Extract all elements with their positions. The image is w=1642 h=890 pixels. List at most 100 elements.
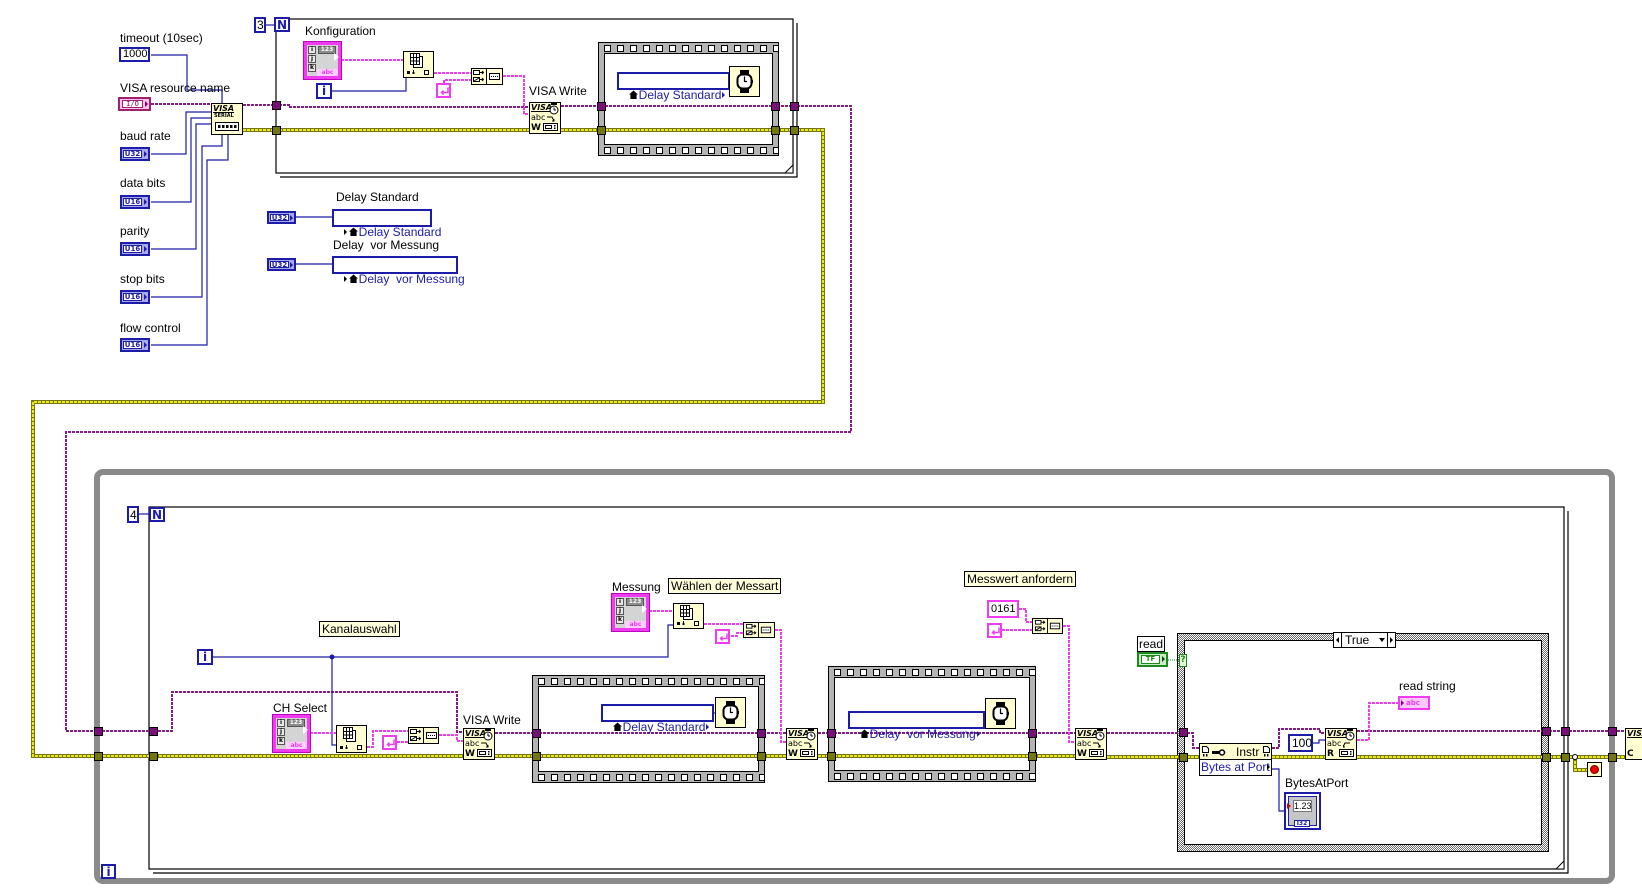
- loop-tunnel-error: [272, 126, 281, 135]
- measure-for-loop[interactable]: [148, 506, 1569, 874]
- concatenate-icon: [409, 728, 438, 743]
- node-title: VISA: [465, 729, 487, 738]
- read-string-indicator[interactable]: abc: [1398, 696, 1430, 710]
- carriage-return-constant[interactable]: [436, 83, 451, 98]
- concatenate-icon: [472, 69, 502, 84]
- request-command-constant[interactable]: 0161: [987, 600, 1019, 618]
- case-dropdown-icon[interactable]: [1379, 638, 1385, 642]
- resize-corner-icon[interactable]: [1554, 859, 1565, 870]
- array-data-type: abc: [286, 742, 307, 749]
- index-j[interactable]: j: [308, 55, 316, 63]
- parity-label: parity: [120, 224, 150, 238]
- stop-condition-terminal[interactable]: [1587, 762, 1602, 777]
- wire-measure-index: [213, 624, 673, 658]
- reference-in-icon: [1202, 746, 1209, 757]
- delay-measure-local-write[interactable]: Delay vor Messung: [332, 256, 465, 286]
- carriage-return-constant[interactable]: [382, 735, 397, 750]
- visa-write-mode-node[interactable]: VISA abc W: [786, 728, 818, 760]
- loop-count-constant[interactable]: 4: [127, 506, 139, 523]
- concatenate-strings-node[interactable]: [743, 622, 775, 638]
- carriage-return-constant[interactable]: [987, 623, 1002, 638]
- clock-icon: [1095, 729, 1105, 741]
- delay-standard-control[interactable]: U32: [267, 211, 296, 224]
- visa-resource-control[interactable]: I/O: [118, 97, 151, 111]
- previous-case-icon[interactable]: [1336, 637, 1339, 643]
- concatenate-strings-node[interactable]: [408, 727, 439, 744]
- read-boolean-control[interactable]: TF: [1137, 652, 1168, 667]
- output-arrow-icon: [290, 262, 293, 268]
- visa-close-node[interactable]: VISA C: [1625, 728, 1642, 760]
- config-for-loop[interactable]: [275, 18, 798, 178]
- index-i[interactable]: i: [308, 46, 316, 54]
- output-arrow-icon: [144, 151, 147, 157]
- case-selector-terminal[interactable]: ?: [1179, 654, 1187, 667]
- visa-write-request-node[interactable]: VISA abc W: [1075, 728, 1107, 760]
- output-arrow-icon: [642, 605, 647, 613]
- delay-measure-control[interactable]: U32: [267, 258, 296, 271]
- index-i[interactable]: i: [616, 598, 624, 606]
- index-k[interactable]: k: [308, 64, 316, 72]
- iteration-terminal[interactable]: i: [197, 649, 213, 665]
- index-j[interactable]: j: [616, 607, 624, 615]
- read-arrow-icon: [1342, 742, 1351, 748]
- delay-standard-local-read[interactable]: Delay Standard: [601, 704, 715, 734]
- index-array-node[interactable]: [403, 51, 434, 78]
- visa-configure-serial-node[interactable]: VISA SERIAL: [211, 103, 243, 135]
- resize-corner-icon[interactable]: [783, 163, 794, 174]
- filmstrip-top: [829, 667, 1035, 677]
- read-case-structure[interactable]: [1177, 633, 1549, 852]
- property-node-header[interactable]: Instr: [1199, 743, 1272, 760]
- delay-measure-local-read[interactable]: Delay vor Messung: [848, 711, 985, 741]
- data-bits-control[interactable]: U16: [120, 195, 150, 209]
- parity-control[interactable]: U16: [120, 242, 150, 256]
- wait-ms-node[interactable]: [985, 698, 1016, 729]
- loop-count-terminal[interactable]: N: [149, 507, 165, 522]
- buffer-label: abc: [788, 739, 803, 748]
- wait-ms-node[interactable]: [729, 66, 760, 97]
- visa-write-node[interactable]: VISA abc W: [529, 102, 561, 134]
- watch-icon: [986, 699, 1015, 728]
- loop-tunnel-error: [790, 126, 799, 135]
- carriage-return-constant[interactable]: [715, 629, 730, 644]
- byte-count-constant[interactable]: 100: [1288, 734, 1313, 752]
- flow-control-control[interactable]: U16: [120, 338, 150, 352]
- index-array-node[interactable]: [336, 725, 367, 753]
- buffer-icon: [1339, 749, 1354, 757]
- main-while-loop[interactable]: [94, 469, 1615, 884]
- delay-standard-local-read[interactable]: Delay Standard: [617, 72, 731, 102]
- case-selector[interactable]: True: [1333, 632, 1396, 648]
- visa-write-channel-node[interactable]: VISA abc W: [463, 728, 495, 760]
- baud-rate-control[interactable]: U32: [120, 147, 150, 161]
- loop-count-terminal[interactable]: N: [274, 17, 290, 32]
- bytes-at-port-indicator[interactable]: 1.23 I32: [1284, 792, 1321, 830]
- while-iteration-terminal[interactable]: i: [101, 864, 116, 879]
- index-array-node[interactable]: [673, 603, 704, 629]
- index-k[interactable]: k: [616, 616, 624, 624]
- index-i[interactable]: i: [277, 719, 285, 727]
- stop-bits-control[interactable]: U16: [120, 290, 150, 304]
- index-j[interactable]: j: [277, 728, 285, 736]
- property-row-bytes-at-port[interactable]: Bytes at Port: [1199, 759, 1272, 776]
- clock-icon: [549, 103, 559, 115]
- case-tunnel-error: [1179, 753, 1188, 762]
- next-case-icon[interactable]: [1390, 637, 1393, 643]
- buffer-icon: [800, 749, 815, 757]
- iteration-terminal[interactable]: i: [316, 83, 332, 99]
- concatenate-strings-node[interactable]: [1032, 618, 1063, 634]
- wait-ms-node[interactable]: [715, 697, 746, 728]
- timeout-constant[interactable]: 1000: [119, 47, 150, 62]
- case-value[interactable]: True: [1345, 633, 1370, 647]
- visa-read-node[interactable]: VISA abc R: [1325, 728, 1357, 760]
- local-variable-name: Delay vor Messung: [869, 727, 976, 741]
- loop-count-constant[interactable]: 3: [254, 17, 266, 33]
- delay-standard-local-write[interactable]: Delay Standard: [332, 209, 441, 239]
- index-k[interactable]: k: [277, 737, 285, 745]
- concatenate-strings-node[interactable]: [471, 68, 503, 85]
